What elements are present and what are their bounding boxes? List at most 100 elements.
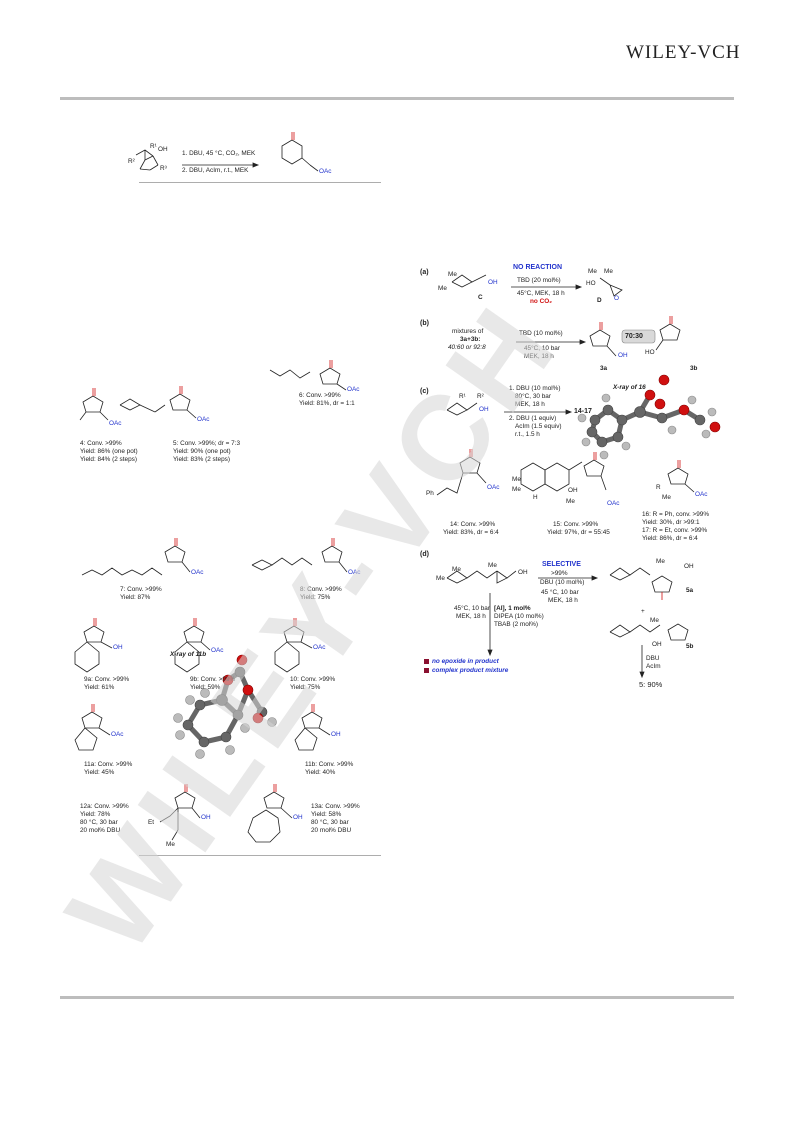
pane-d-cond2: 45 °C, 10 bar xyxy=(541,589,579,596)
pane-a-me4: Me xyxy=(604,268,613,275)
pane-a-label: (a) xyxy=(420,269,429,276)
scheme-product-ring xyxy=(281,132,319,172)
scheme-start-epoxide xyxy=(135,149,159,171)
pane-a-me3: Me xyxy=(588,268,597,275)
compound-13a-line2: Yield: 58% xyxy=(311,811,342,818)
compound-11b-line1: 11b: Conv. >99% xyxy=(305,761,354,768)
compound-9b-line2: Yield: 59% xyxy=(190,684,221,691)
pane-c-cond6: r.t., 1.5 h xyxy=(515,431,540,438)
pane-b-ho: HO xyxy=(645,349,655,356)
pane-d-me2: Me xyxy=(436,575,445,582)
pane-d-p-me1: Me xyxy=(656,558,665,565)
pane-b-label: (b) xyxy=(420,320,429,327)
scheme-step1: 1. DBU, 45 °C, CO₂, MEK xyxy=(182,150,256,157)
pane-d-cond3: MEK, 18 h xyxy=(548,597,578,604)
pane-d-cond1: DBU (10 mol%) xyxy=(540,579,585,586)
bullet-icon xyxy=(424,668,429,673)
compound-12a-oh: OH xyxy=(201,814,211,821)
compound-8-line1: 8: Conv. >99% xyxy=(300,586,342,593)
pane-d-alt1: [Al], 1 mol% xyxy=(494,605,531,612)
compound-9a-line2: Yield: 61% xyxy=(84,684,115,691)
header-rule xyxy=(60,97,734,100)
xray-11b-model xyxy=(173,654,277,759)
pane-c-oh: OH xyxy=(479,406,489,413)
compound-15-me3: Me xyxy=(566,498,575,505)
compound-9a-structure xyxy=(74,618,113,673)
compound-9a-oh: OH xyxy=(113,644,123,651)
pane-d-dbu: DBU xyxy=(646,655,660,662)
compound-17-line1: 17: R = Et, conv. >99% xyxy=(642,527,708,534)
pane-b-cond1: TBD (10 mol%) xyxy=(519,330,563,337)
compound-9b-structure xyxy=(174,618,211,673)
pane-d-alt2: DIPEA (10 mol%) xyxy=(494,613,544,620)
compound-9a-line1: 9a: Conv. >99% xyxy=(84,676,130,683)
compound-10-oac: OAc xyxy=(313,644,326,651)
compound-15-line2: Yield: 97%, dr = 55:45 xyxy=(547,529,610,536)
compound-11b-structure xyxy=(294,704,331,751)
pane-a-me2: Me xyxy=(438,285,447,292)
compound-10-line2: Yield: 75% xyxy=(290,684,321,691)
pane-c-cond1: 1. DBU (10 mol%) xyxy=(509,385,561,392)
compound-4-structure xyxy=(79,388,109,421)
publisher-logo: WILEY-VCH xyxy=(626,42,741,63)
pane-c-structures xyxy=(446,402,573,416)
compound-11a-line1: 11a: Conv. >99% xyxy=(84,761,133,768)
pane-d-me1: Me xyxy=(452,566,461,573)
compound-10-line1: 10: Conv. >99% xyxy=(290,676,336,683)
scheme-r1: R¹ xyxy=(150,143,157,150)
pane-c-cond4: 2. DBU (1 equiv) xyxy=(509,415,557,422)
pane-b-cond2: 45°C, 10 bar xyxy=(524,345,560,352)
pane-a-me1: Me xyxy=(448,271,457,278)
pane-c-xray: X-ray of 16 xyxy=(613,384,646,391)
compound-6-line1: 6: Conv. >99% xyxy=(299,392,341,399)
pane-b-ratio: 70:30 xyxy=(625,333,643,340)
pane-a-cond3: no CO₂ xyxy=(530,298,553,305)
compound-6-line2: Yield: 81%, dr = 1:1 xyxy=(299,400,355,407)
pane-d-p-oh2: OH xyxy=(652,641,662,648)
pane-a-cond2: 45°C, MEK, 18 h xyxy=(517,290,565,297)
compound-8-structure xyxy=(251,538,348,573)
pane-c-prod: 14-17 xyxy=(574,408,592,415)
compound-15-me2: Me xyxy=(512,486,521,493)
compound-16-me: Me xyxy=(662,494,671,501)
compound-4-line2: Yield: 86% (one pot) xyxy=(80,448,138,455)
pane-d-note2: complex product mixture xyxy=(432,667,509,674)
pane-c-cond2: 80°C, 30 bar xyxy=(515,393,551,400)
pane-d-title: SELECTIVE xyxy=(542,561,581,568)
compound-13a-line3: 80 °C, 30 bar xyxy=(311,819,349,826)
compound-15-oac: OAc xyxy=(607,500,620,507)
pane-d-alt3: TBAB (2 mol%) xyxy=(494,621,539,628)
compound-12a-line2: Yield: 78% xyxy=(80,811,111,818)
compound-5-line2: Yield: 90% (one pot) xyxy=(173,448,231,455)
pane-b-p2: 3b xyxy=(690,365,698,372)
pane-d-plus: + xyxy=(641,608,645,615)
compound-12a-line4: 20 mol% DBU xyxy=(80,827,121,834)
pane-a-structures xyxy=(451,274,623,297)
pane-d-me3: Me xyxy=(488,562,497,569)
pane-d-structures xyxy=(446,567,689,679)
compound-5-line1: 5: Conv. >99%; dr = 7:3 xyxy=(173,440,241,447)
scheme-step2: 2. DBU, AcIm, r.t., MEK xyxy=(182,167,249,174)
pane-a-title: NO REACTION xyxy=(513,264,562,271)
compound-16-line1: 16: R = Ph, conv. >99% xyxy=(642,511,710,518)
compound-14-line1: 14: Conv. >99% xyxy=(450,521,496,528)
compound-15-structure xyxy=(520,452,607,492)
compound-5-oac: OAc xyxy=(197,416,210,423)
scheme-r2: R² xyxy=(128,158,135,165)
compound-13a-oh: OH xyxy=(293,814,303,821)
compound-15-h: H xyxy=(533,494,538,501)
compound-6-oac: OAc xyxy=(347,386,360,393)
compound-16-oac: OAc xyxy=(695,491,708,498)
compound-12a-et: Et xyxy=(148,819,155,826)
pane-b-sm1: mixtures of xyxy=(452,328,484,335)
pane-a-sm: C xyxy=(478,294,483,301)
pane-b-sm2: 3a+3b: xyxy=(460,336,481,343)
pane-d-note1: no epoxide in product xyxy=(432,658,499,665)
pane-d-altc2: MEK, 18 h xyxy=(456,613,486,620)
compound-16-line2: Yield: 30%, dr >99:1 xyxy=(642,519,700,526)
pane-b-oh: OH xyxy=(618,352,628,359)
pane-b-sm3: 40:60 or 92:8 xyxy=(448,344,486,351)
compound-12a-me: Me xyxy=(166,841,175,848)
compound-12a-structure xyxy=(159,784,201,841)
